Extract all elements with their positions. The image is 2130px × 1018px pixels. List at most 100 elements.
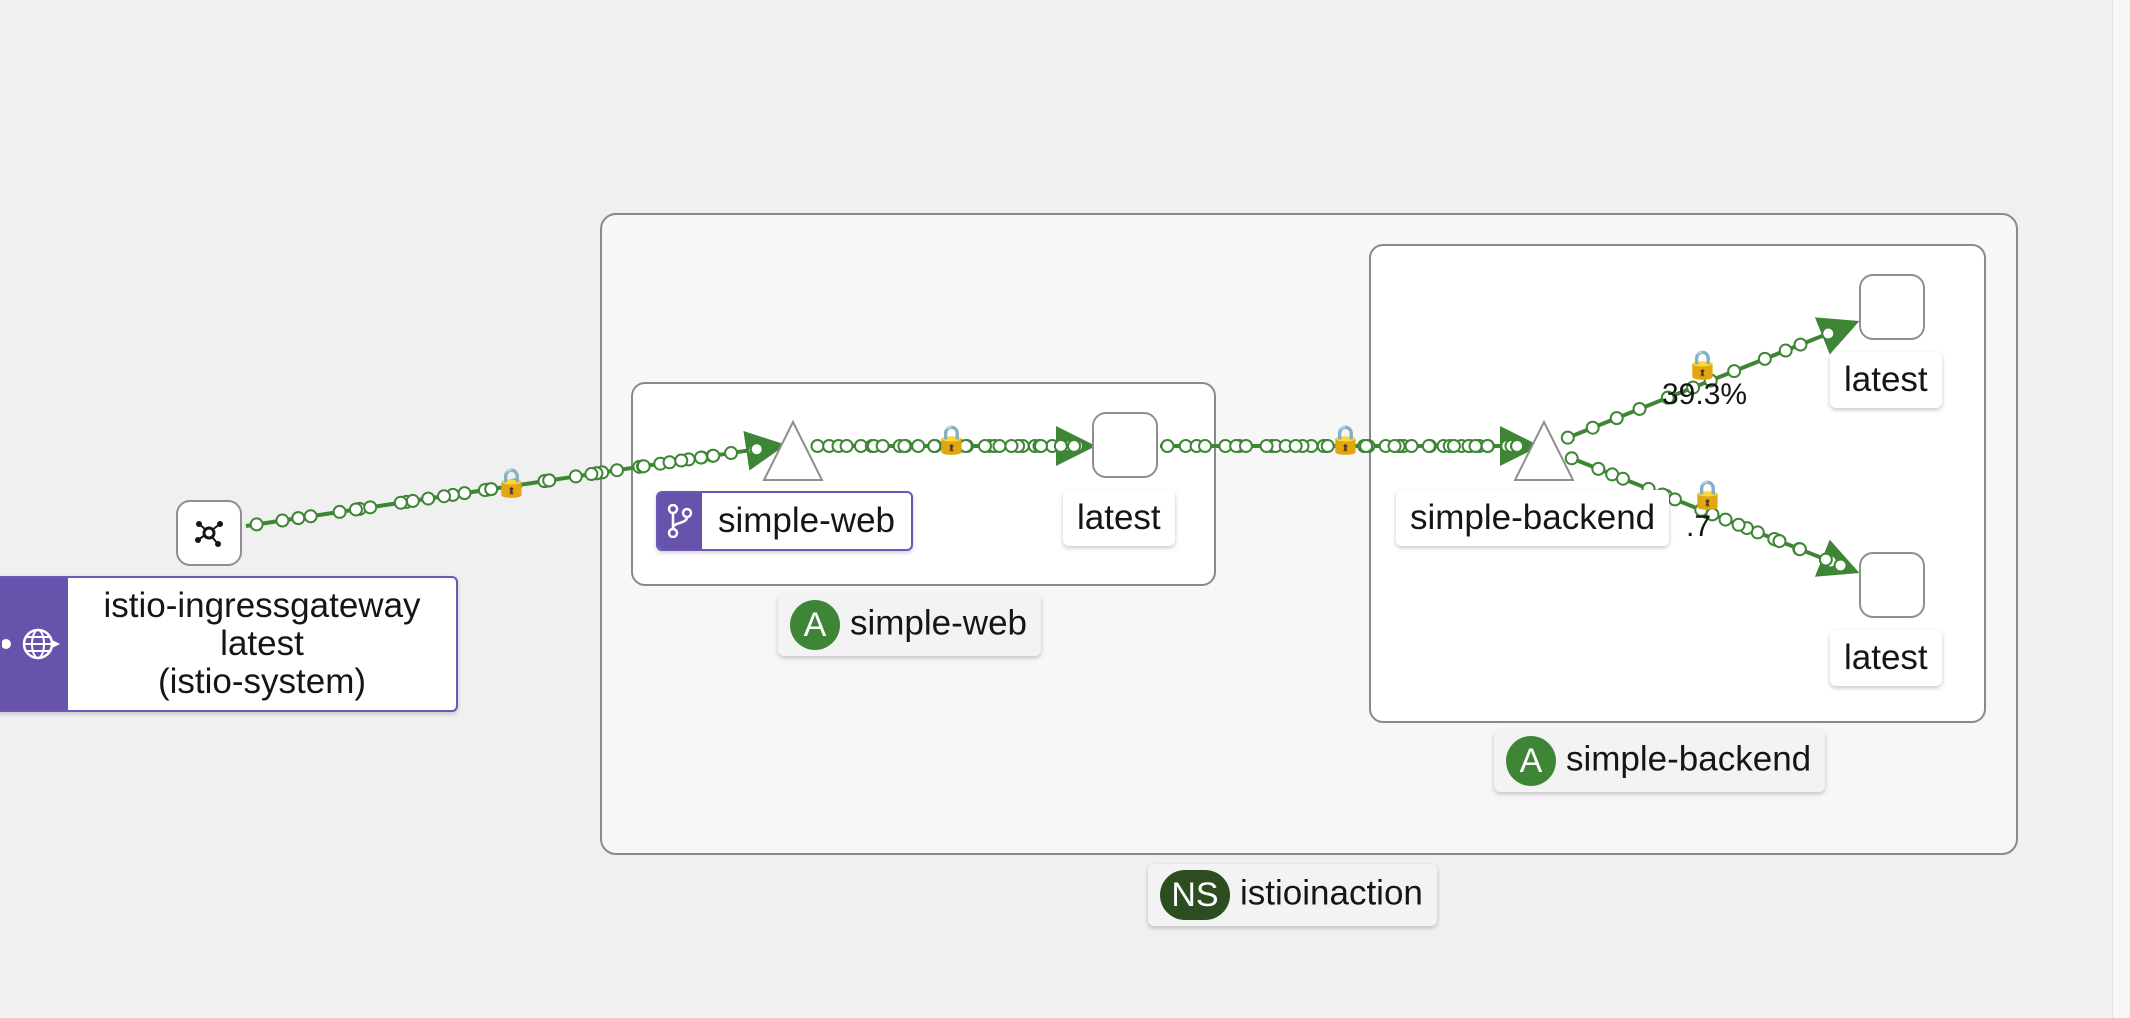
traffic-dot [1772,534,1787,549]
workload-label-backend-2[interactable]: latest [1830,630,1942,686]
traffic-dot [1468,439,1483,453]
traffic-dot [1560,430,1575,445]
lock-icon: 🔒 [1685,349,1720,380]
traffic-dot [275,513,290,528]
scrollbar[interactable] [2112,0,2130,1018]
traffic-dot [437,489,452,504]
traffic-dot [303,509,318,524]
traffic-dot [363,500,378,515]
app-badge: A [1506,736,1556,786]
edge-label-split-1: 39.3% [1662,378,1748,411]
lock-icon: 🔒 [934,424,969,455]
traffic-dot [1004,439,1019,453]
traffic-dot [1757,351,1772,366]
traffic-dot [1694,502,1709,517]
traffic-dot [749,442,764,457]
traffic-dot [1609,411,1624,426]
traffic-dot [542,473,557,488]
traffic-dot [1387,439,1402,453]
traffic-dot [897,439,912,453]
traffic-dot [484,482,499,497]
traffic-dot [1067,439,1082,453]
traffic-dot [810,439,825,453]
traffic-dot [911,439,926,453]
traffic-dot [875,439,890,453]
workload-label-simple-web[interactable]: latest [1063,490,1175,546]
traffic-dot [1510,439,1525,453]
traffic-dot [1718,512,1733,527]
traffic-dot [694,450,709,465]
virtual-service-icon [658,493,702,549]
traffic-dot [610,463,625,478]
gateway-version: latest [220,624,304,663]
traffic-dot [839,439,854,453]
traffic-dot [508,478,523,493]
traffic-dot [1421,439,1436,453]
traffic-dot [1585,420,1600,435]
traffic-dot [958,439,973,453]
traffic-dot [636,459,651,474]
traffic-dot [1288,439,1303,453]
traffic-dot [1591,461,1606,476]
traffic-dot [393,495,408,510]
gateway-name: istio-ingressgateway [103,586,421,625]
traffic-dot [1686,380,1701,395]
traffic-dot [1792,542,1807,557]
traffic-dot [1778,343,1793,358]
traffic-dot [1632,401,1647,416]
service-label-simple-backend[interactable]: simple-backend [1396,490,1670,546]
traffic-dot [1793,337,1808,352]
namespace-name: istioinaction [1240,873,1423,913]
traffic-dot [1833,558,1848,573]
traffic-dot [584,467,599,482]
workload-label-backend-1[interactable]: latest [1830,352,1942,408]
traffic-dot [1160,439,1175,453]
traffic-dot [977,439,992,453]
service-node-simple-backend[interactable] [1513,419,1575,481]
traffic-dot [568,469,583,484]
app-name: simple-web [850,603,1027,643]
traffic-dot [1053,439,1068,453]
traffic-dot [1446,439,1461,453]
traffic-dot [405,493,420,508]
traffic-dot [1615,471,1630,486]
traffic-dot [1660,390,1675,405]
service-node-simple-web[interactable] [762,419,824,481]
traffic-dot [332,504,347,519]
lock-icon: 🔒 [1328,424,1363,455]
traffic-dot [1480,439,1495,453]
traffic-dot [662,455,677,470]
edge-label-split-2: .7 [1686,510,1712,543]
traffic-dot [992,439,1007,453]
traffic-dot [1336,439,1351,453]
traffic-dot [1703,373,1718,388]
traffic-dot [1731,517,1746,532]
traffic-dot [674,453,689,468]
gateway-icon [0,578,68,710]
traffic-dot [1818,552,1833,567]
app-name: simple-backend [1566,739,1812,779]
workload-node-simple-backend-latest-1[interactable] [1859,274,1925,340]
traffic-dot [927,439,942,453]
service-name: simple-web [718,501,895,540]
ingress-gateway-label[interactable]: istio-ingressgateway latest (istio-syste… [0,576,458,712]
traffic-dot [291,511,306,526]
service-label-simple-web[interactable]: simple-web [656,491,913,551]
app-badge: A [790,600,840,650]
traffic-dot [421,491,436,506]
traffic-dot [1198,439,1213,453]
workload-node-simple-backend-latest-2[interactable] [1859,552,1925,618]
traffic-dot [348,502,363,517]
traffic-dot [1667,492,1682,507]
traffic-dot [1564,451,1579,466]
traffic-dot [1404,439,1419,453]
ingress-gateway-node[interactable] [176,500,242,566]
traffic-dot [1259,439,1274,453]
traffic-dot [457,486,472,501]
workload-node-simple-web-latest[interactable] [1092,412,1158,478]
traffic-dot [1359,439,1374,453]
